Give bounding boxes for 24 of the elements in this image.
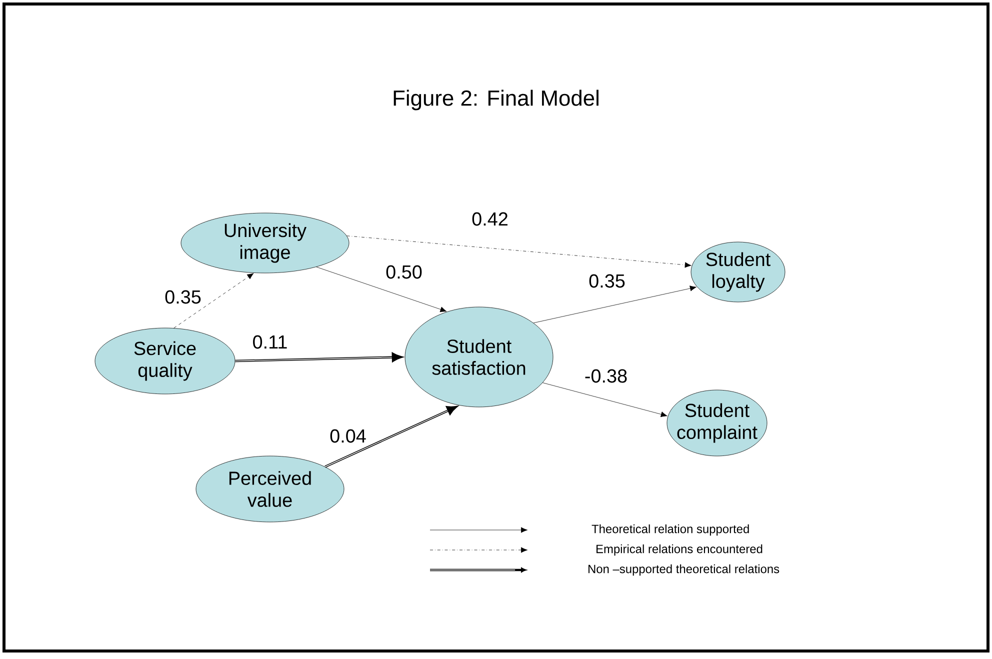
legend-text: Non –supported theoretical relations xyxy=(588,564,780,576)
ellipse-node: Service quality xyxy=(94,328,236,394)
edge-label: 0.50 xyxy=(384,264,424,280)
edge-label: -0.38 xyxy=(583,368,629,384)
edge-label: 0.04 xyxy=(328,428,368,444)
edge-label: 0.35 xyxy=(588,273,626,289)
edge-label: 0.42 xyxy=(470,211,510,227)
ellipse-node: Student satisfaction xyxy=(404,306,554,408)
ellipse-node: University image xyxy=(180,212,350,274)
edge-label: 0.11 xyxy=(251,334,289,350)
legend-text: Empirical relations encountered xyxy=(596,544,762,556)
ellipse-node: Student loyalty xyxy=(690,242,786,302)
arrow xyxy=(174,273,254,328)
arrow xyxy=(346,236,692,268)
arrow xyxy=(533,286,696,324)
title: Figure 2: Final Model xyxy=(394,90,598,110)
arrow xyxy=(316,266,447,312)
ellipse-node: Student complaint xyxy=(666,390,768,456)
arrow xyxy=(542,382,668,418)
ellipse-node: Perceived value xyxy=(196,456,344,522)
legend-text: Theoretical relation supported xyxy=(592,524,749,536)
arrow xyxy=(324,406,457,468)
arrow xyxy=(234,352,402,362)
edge-label: 0.35 xyxy=(164,289,202,305)
